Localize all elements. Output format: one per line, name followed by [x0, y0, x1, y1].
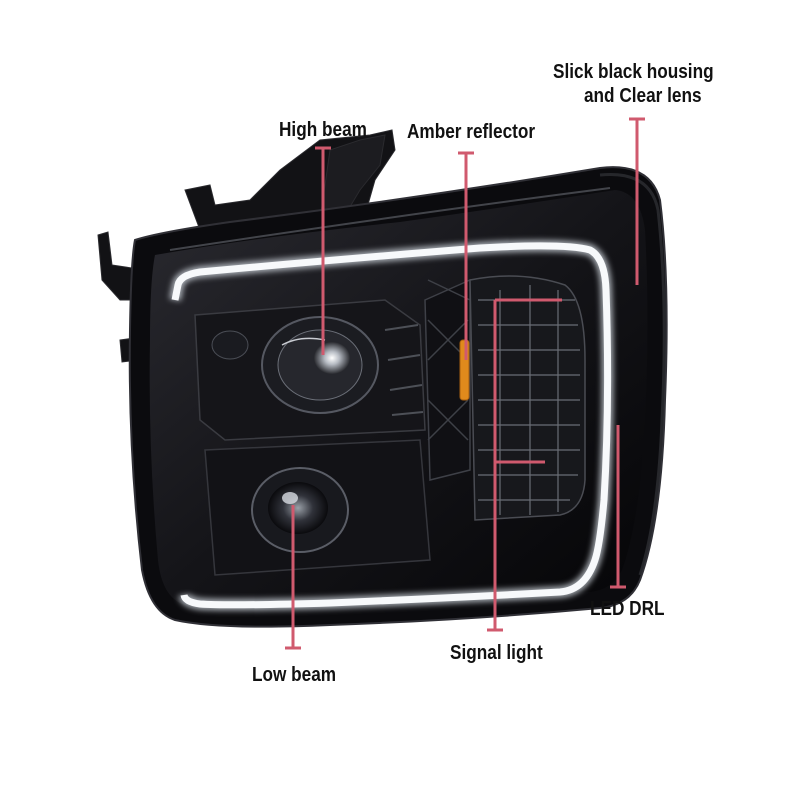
led-drl-label: LED DRL	[590, 598, 665, 620]
side-reflector	[211, 330, 249, 360]
led-drl-bar	[169, 239, 614, 611]
amber-reflector-label: Amber reflector	[407, 121, 536, 143]
signal-light-label: Signal light	[450, 642, 543, 664]
signal-light-chamber	[469, 275, 586, 521]
center-chrome-section	[424, 278, 471, 481]
housing-label-line2: and Clear lens	[583, 85, 702, 107]
housing-label: Slick black housing and Clear lens	[553, 60, 714, 108]
high-beam-label: High beam	[279, 119, 367, 141]
housing-label-line1: Slick black housing	[553, 61, 714, 83]
callout-lines	[285, 117, 645, 650]
low-beam-label: Low beam	[252, 664, 337, 686]
high-beam-reflector	[261, 316, 379, 414]
low-beam-projector	[251, 467, 349, 553]
